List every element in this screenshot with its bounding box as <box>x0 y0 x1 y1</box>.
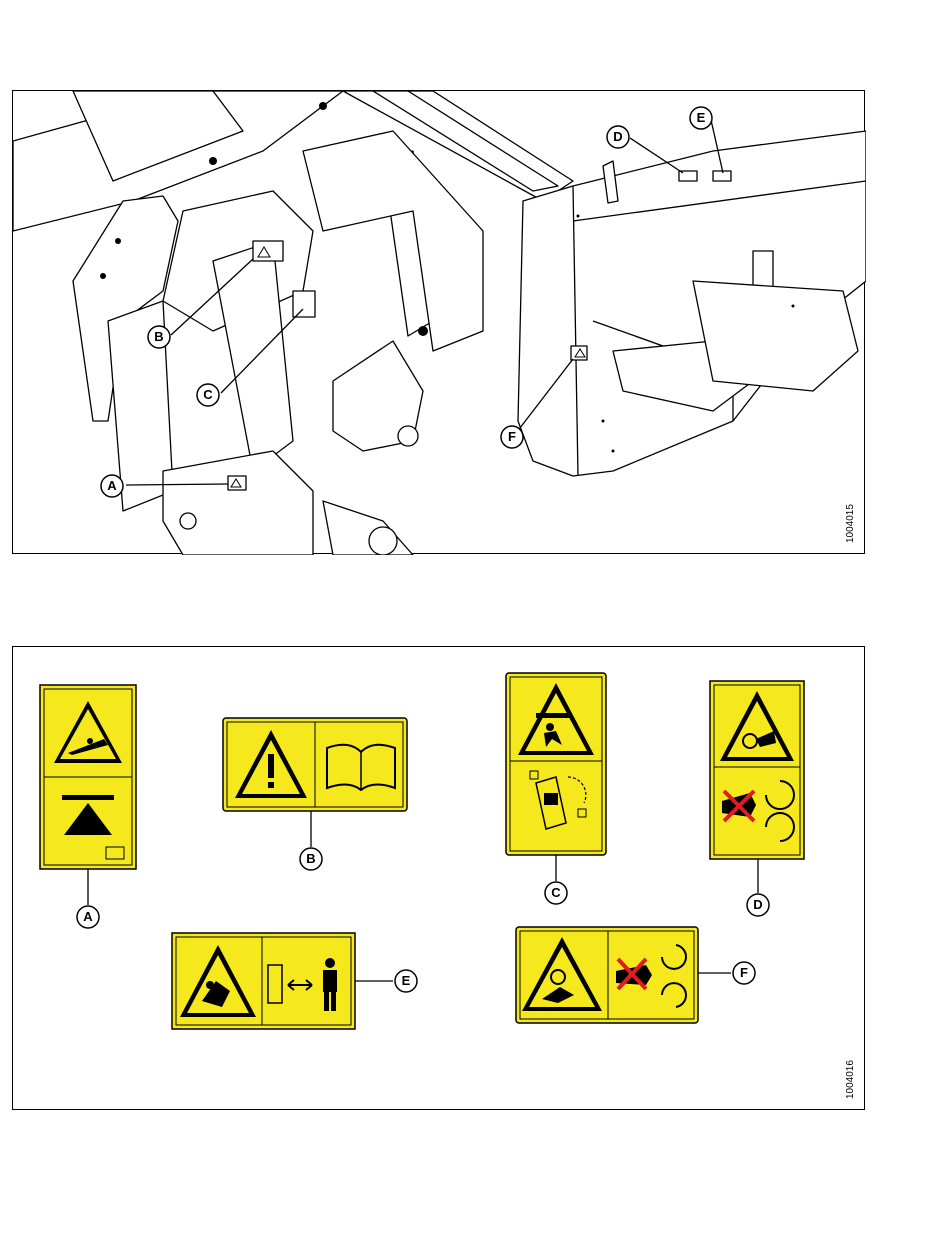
figure-number: 1004015 <box>845 504 856 543</box>
decal-b <box>223 718 407 811</box>
decal-c <box>506 673 606 855</box>
figure-number: 1004016 <box>845 1060 856 1099</box>
decal-f <box>516 927 698 1023</box>
decal-callout-label-a: A <box>81 909 95 924</box>
callout-label-f: F <box>505 429 519 444</box>
decal-e <box>172 933 355 1029</box>
callout-label-d: D <box>611 129 625 144</box>
callout-label-c: C <box>201 387 215 402</box>
decal-callout-label-c: C <box>549 885 563 900</box>
decal-d <box>710 681 804 859</box>
decals-drawing <box>13 647 866 1111</box>
decal-callout-label-f: F <box>737 965 751 980</box>
safety-decals-figure: A B C D E F 1004016 <box>12 646 865 1110</box>
decal-callout-label-d: D <box>751 897 765 912</box>
callout-label-b: B <box>152 329 166 344</box>
callout-label-a: A <box>105 478 119 493</box>
callout-label-e: E <box>694 110 708 125</box>
decal-a <box>40 685 136 869</box>
machine-line-drawing <box>13 91 866 555</box>
decal-callout-label-e: E <box>399 973 413 988</box>
decal-callout-label-b: B <box>304 851 318 866</box>
machine-illustration-figure: A B C D E F 1004015 <box>12 90 865 554</box>
